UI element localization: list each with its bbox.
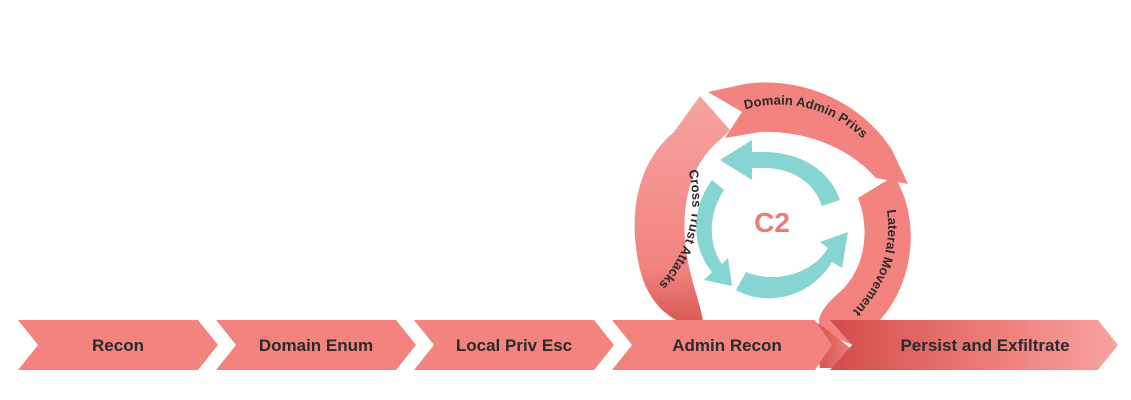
stage-chevron-persist-exfiltrate (830, 320, 1118, 370)
stage-label-recon: Recon (92, 336, 144, 355)
stage-label-local-priv-esc: Local Priv Esc (456, 336, 572, 355)
stage-chevron-admin-recon (612, 320, 832, 370)
cycle-arrow-bottom (736, 232, 848, 299)
stage-label-domain-enum: Domain Enum (259, 336, 373, 355)
stage-label-admin-recon: Admin Recon (672, 336, 782, 355)
c2-cycle-arrows (696, 140, 848, 299)
stage-chevron-domain-enum (216, 320, 416, 370)
loop-ring (634, 82, 911, 344)
loop-segment-left (634, 96, 730, 326)
cycle-arrow-left (696, 180, 732, 286)
cycle-arrow-top (720, 140, 840, 206)
stage-chevron-recon (18, 320, 218, 370)
center-label-c2: C2 (754, 207, 790, 238)
stage-chevrons (18, 320, 1118, 370)
stage-chevron-local-priv-esc (414, 320, 614, 370)
loop-segment-top (708, 82, 908, 184)
stage-label-persist-exfiltrate: Persist and Exfiltrate (900, 336, 1069, 355)
loop-segment-right (818, 176, 911, 344)
loop-tail (812, 320, 880, 368)
